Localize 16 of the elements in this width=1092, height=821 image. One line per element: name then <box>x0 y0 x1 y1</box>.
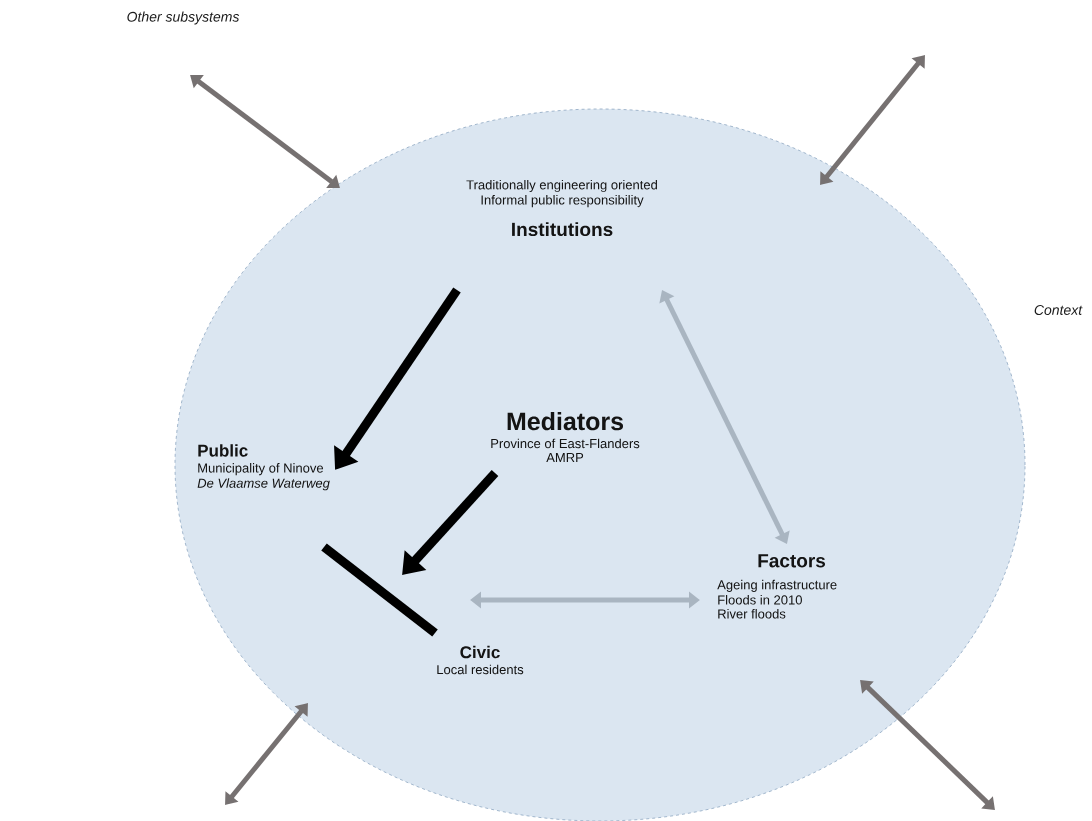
node-label: Civic Local residents <box>437 645 524 675</box>
arrow <box>402 469 499 575</box>
double-arrow <box>860 680 995 810</box>
double-arrow <box>820 55 925 185</box>
ellipse <box>174 108 1026 821</box>
node-label: Mediators Province of East-Flanders AMRP <box>491 411 640 463</box>
label: Other subsystems <box>127 11 240 25</box>
double-arrow <box>190 74 340 189</box>
label: Context <box>1034 305 1083 315</box>
node-label: Traditionally engineering oriented Informal public responsibility Institutions <box>466 179 657 237</box>
double-arrow <box>470 591 700 609</box>
double-arrow <box>225 703 308 805</box>
double-arrow <box>659 290 790 544</box>
connector-line <box>321 543 438 637</box>
node-label: Public Municipality of Ninove De Vlaamse Waterweg <box>197 444 330 491</box>
node-label: Factors Ageing infrastructure Floods in 2010 River floods <box>717 554 837 619</box>
